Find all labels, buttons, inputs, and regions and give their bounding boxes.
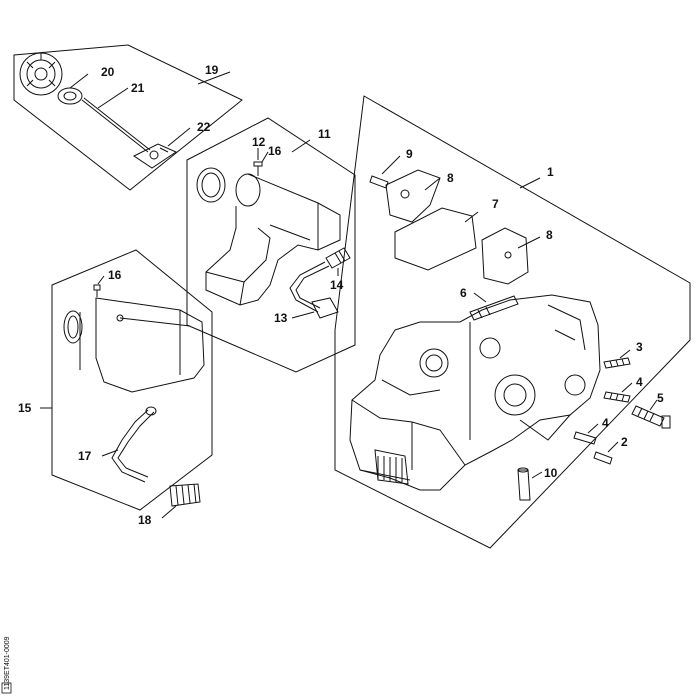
pin-part-10 <box>517 467 531 501</box>
rod-part-21 <box>81 99 149 153</box>
corner-box <box>1 682 12 694</box>
label-part-17: 17 <box>78 449 92 463</box>
screw-part-12 <box>253 161 263 176</box>
label-part-14: 14 <box>330 278 344 292</box>
frame-group-15 <box>51 249 213 511</box>
frame-group-11 <box>186 117 356 373</box>
label-part-21: 21 <box>131 81 145 95</box>
label-part-1: 1 <box>547 165 554 179</box>
stud-part-2 <box>593 451 613 465</box>
label-part-11: 11 <box>318 127 331 141</box>
frame-group-19 <box>13 44 243 191</box>
label-part-7: 7 <box>492 197 499 211</box>
bracket-part-22 <box>133 143 178 169</box>
label-part-19: 19 <box>205 63 219 77</box>
frame-group-1 <box>334 95 691 549</box>
tank-part-11 <box>196 167 341 306</box>
gasket-part-7 <box>394 207 477 271</box>
label-part-9: 9 <box>406 147 413 161</box>
label-part-4-lower: 4 <box>602 416 609 430</box>
filter-part-18 <box>169 483 201 507</box>
stud-part-4-upper <box>603 391 631 403</box>
housing-part-15 <box>63 297 205 393</box>
label-part-16-upper: 16 <box>268 144 282 158</box>
cap-part-20 <box>19 52 63 96</box>
drawing-code: 1139ET401-0009 <box>4 636 11 690</box>
label-part-20: 20 <box>101 65 115 79</box>
label-part-10: 10 <box>544 466 558 480</box>
hose-part-13 <box>289 261 339 319</box>
leader-lines <box>40 71 658 519</box>
label-part-18: 18 <box>138 513 152 527</box>
gasket-part-8-upper <box>385 169 441 223</box>
screw-part-9 <box>369 175 389 189</box>
label-part-3: 3 <box>636 340 643 354</box>
label-part-2: 2 <box>621 435 628 449</box>
part-number-labels: 1 2 3 4 4 5 6 7 8 8 9 10 11 12 13 14 15 … <box>18 63 664 527</box>
label-part-22: 22 <box>197 120 211 134</box>
stud-part-5 <box>631 405 671 429</box>
filter-part-14 <box>325 247 351 269</box>
label-part-8-upper: 8 <box>447 171 454 185</box>
label-part-12: 12 <box>252 135 266 149</box>
gasket-part-8-lower <box>481 227 529 285</box>
label-part-4-upper: 4 <box>636 375 643 389</box>
label-part-6: 6 <box>460 286 467 300</box>
label-part-13: 13 <box>274 311 288 325</box>
screw-part-16-lower <box>93 284 101 297</box>
label-part-15: 15 <box>18 401 32 415</box>
hose-part-17 <box>111 406 157 483</box>
label-part-5: 5 <box>657 391 664 405</box>
seal-ring-part-20 <box>57 87 83 105</box>
label-part-16-lower: 16 <box>108 268 122 282</box>
crankcase-part-1 <box>349 294 601 491</box>
stud-part-3 <box>603 357 631 369</box>
stud-part-4-lower <box>573 431 597 445</box>
label-part-8-lower: 8 <box>546 228 553 242</box>
